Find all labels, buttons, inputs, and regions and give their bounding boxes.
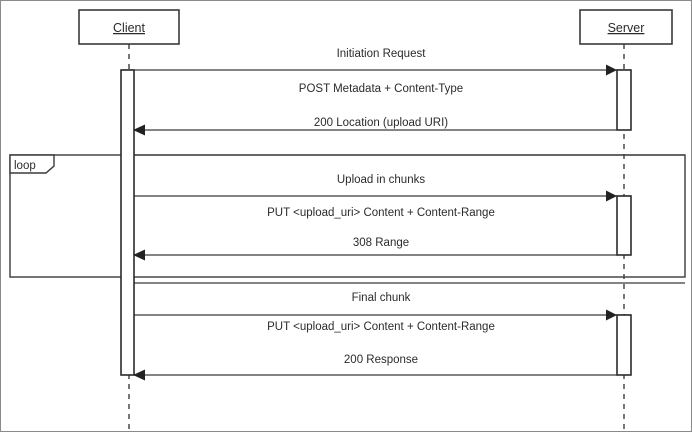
- message-label-200-location: 200 Location (upload URI): [314, 117, 448, 129]
- activation-bar-client: [120, 69, 135, 376]
- activation-bar-server-chunk: [616, 195, 632, 256]
- group-label-initiation-request: Initiation Request: [337, 48, 427, 60]
- message-arrowhead-200-location: [133, 124, 145, 136]
- message-arrowhead-put-chunk: [606, 190, 617, 202]
- participant-box-server[interactable]: [579, 9, 673, 45]
- group-label-final-chunk: Final chunk: [352, 292, 411, 304]
- participant-label-server: Server: [608, 21, 645, 35]
- activation-bar-server-final: [616, 314, 632, 376]
- activation-bar-server-initiation: [616, 69, 632, 131]
- participant-box-client[interactable]: [78, 9, 180, 45]
- message-arrowhead-308-range: [133, 249, 145, 261]
- participant-label-client: Client: [113, 21, 145, 35]
- message-arrowhead-200-response: [133, 369, 145, 381]
- message-label-put-final-chunk: PUT <upload_uri> Content + Content-Range: [267, 321, 495, 333]
- fragment-loop-label: loop: [14, 160, 36, 172]
- fragment-loop-tab: [9, 154, 55, 174]
- message-label-put-chunk: PUT <upload_uri> Content + Content-Range: [267, 207, 495, 219]
- message-label-200-response: 200 Response: [344, 354, 418, 366]
- message-arrowhead-post-metadata: [606, 64, 617, 76]
- message-label-308-range: 308 Range: [353, 237, 409, 249]
- message-label-post-metadata: POST Metadata + Content-Type: [299, 83, 463, 95]
- message-arrowhead-put-final-chunk: [606, 309, 617, 321]
- group-label-upload-in-chunks: Upload in chunks: [337, 174, 425, 186]
